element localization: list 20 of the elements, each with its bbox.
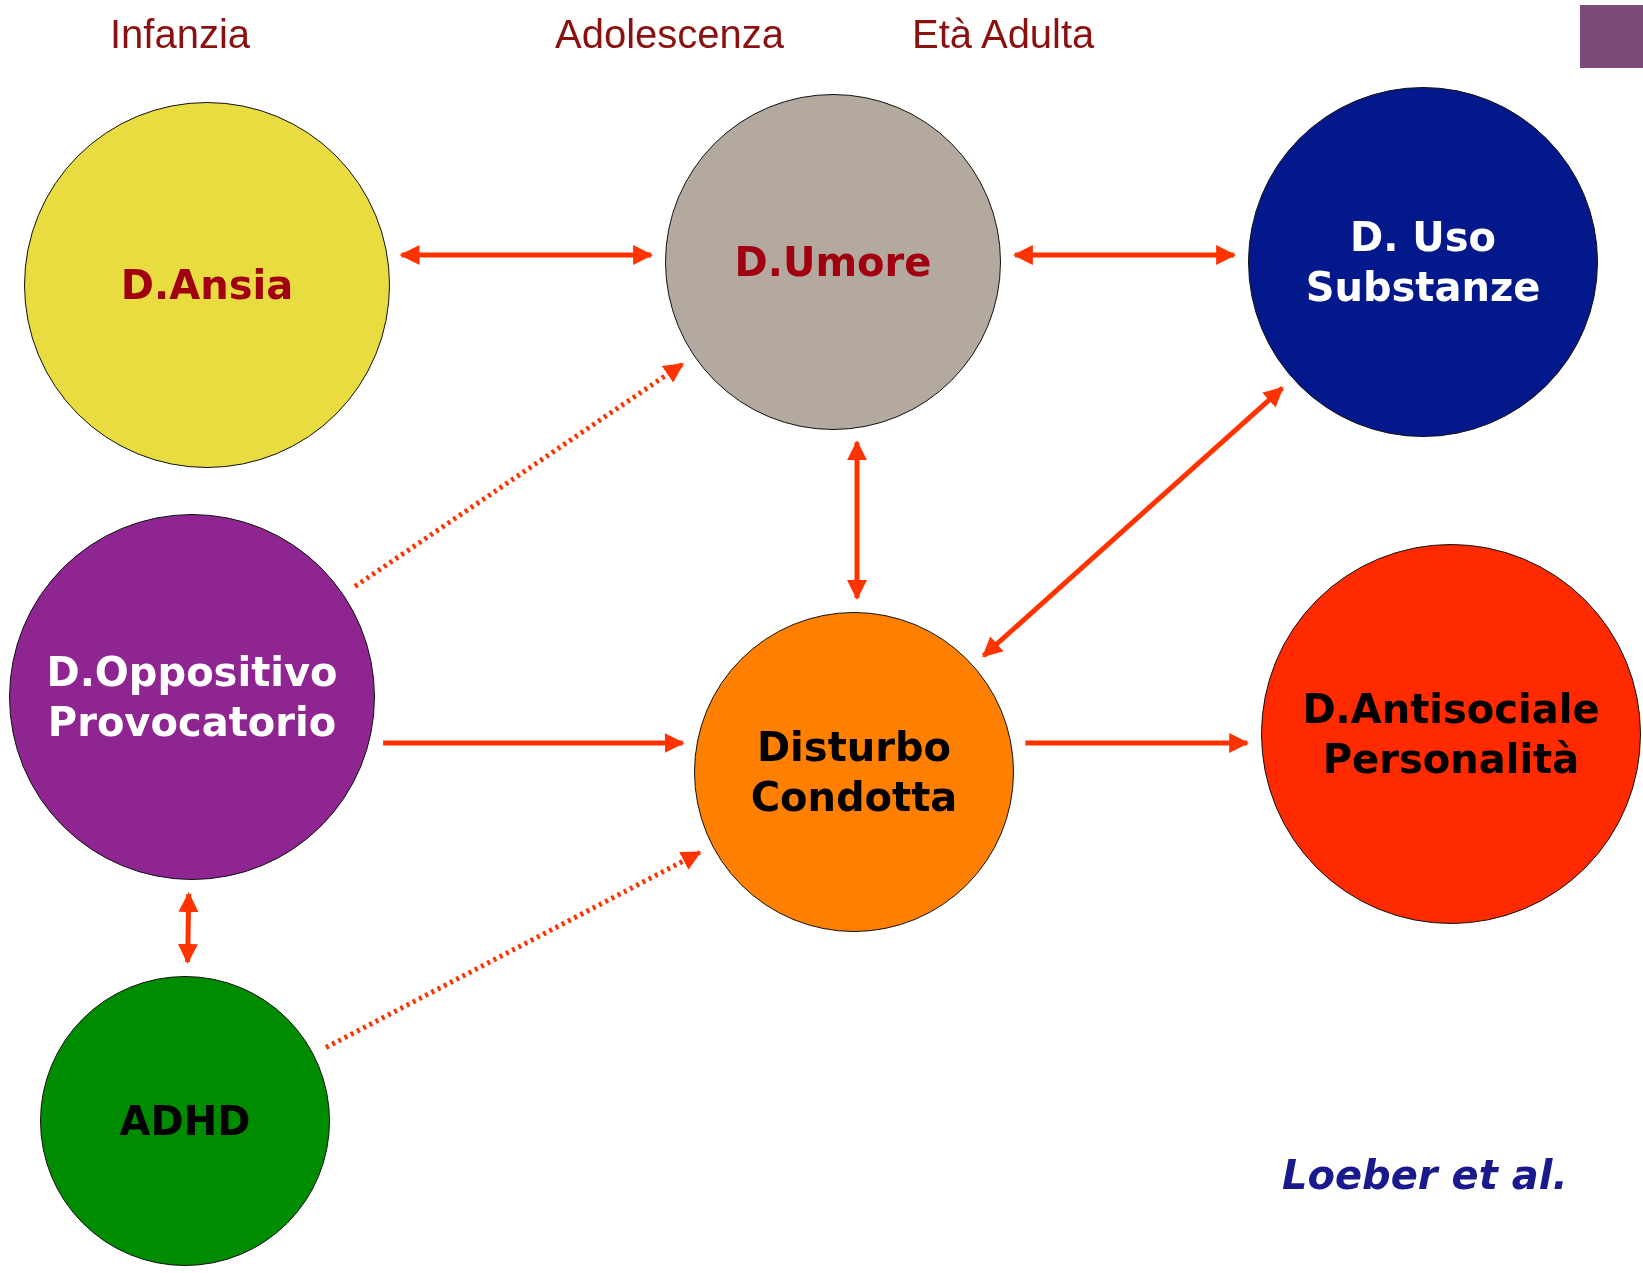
node-label: D.Oppositivo Provocatorio — [45, 648, 339, 747]
stage-heading: Adolescenza — [555, 12, 785, 57]
arrow — [177, 891, 199, 964]
node-label: D. Uso Substanze — [1304, 213, 1542, 312]
arrow — [1012, 245, 1237, 265]
stage-heading: Età Adulta — [912, 12, 1095, 57]
node-label: D.Umore — [733, 238, 933, 287]
arrow — [1025, 733, 1250, 753]
stage-heading: Infanzia — [110, 12, 251, 57]
arrow — [383, 733, 685, 753]
arrow — [981, 386, 1284, 658]
dotted-arrow — [353, 362, 685, 589]
arrow — [399, 245, 654, 265]
citation: Loeber et al. — [1282, 1152, 1568, 1198]
node-label: D.Antisociale Personalità — [1301, 685, 1601, 784]
arrow — [847, 440, 867, 601]
node-label: Disturbo Condotta — [749, 723, 959, 822]
node-label: ADHD — [118, 1097, 252, 1146]
node-label: D.Ansia — [119, 261, 295, 310]
dotted-arrow — [324, 850, 702, 1050]
